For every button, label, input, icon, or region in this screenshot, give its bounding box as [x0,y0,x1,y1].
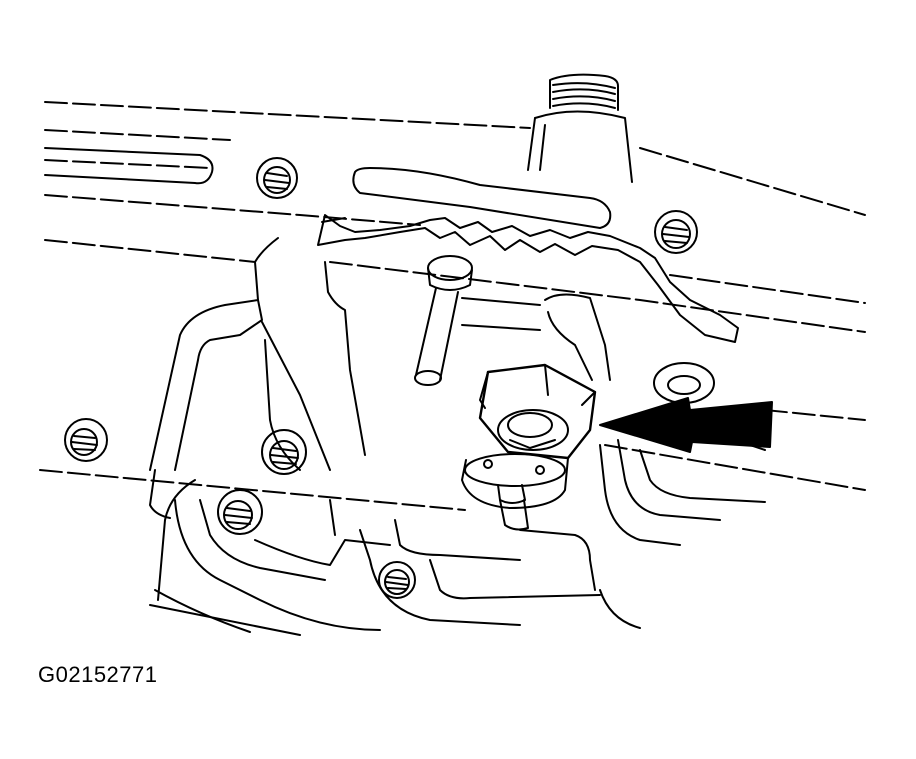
bolt-hole [378,561,416,599]
hex-nut [478,363,597,460]
bolt-hole [261,429,307,475]
solenoid-body [461,453,569,531]
bracket [461,293,611,381]
threaded-fitting [527,73,633,183]
bolt-hole [217,489,263,535]
lower-left-edges [149,469,301,636]
bolt-hole [64,418,108,462]
upper-slots [44,147,612,229]
casing-edge-lines [39,101,866,511]
figure-id: G02152771 [38,662,158,687]
bolt-hole [653,362,715,404]
detent-lever [317,214,739,343]
bolt-holes [64,157,715,599]
bolt-hole [256,157,298,199]
valve-body-channels [149,237,766,633]
bolt-hole [654,210,698,254]
pin [414,255,473,386]
